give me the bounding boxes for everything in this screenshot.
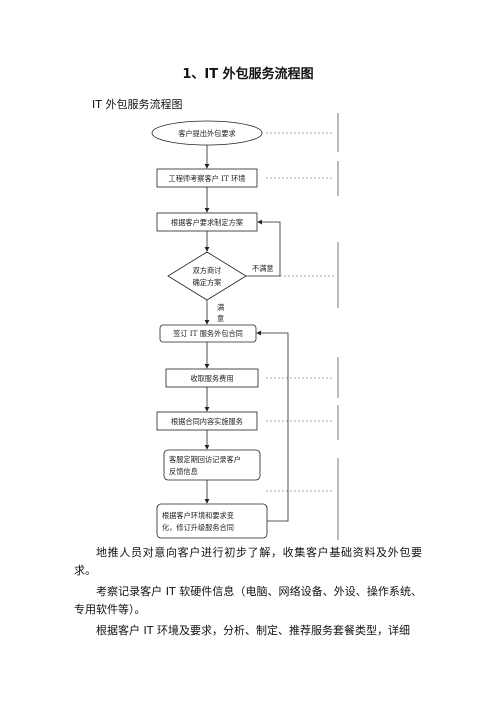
step-followup-box [163, 449, 261, 481]
step-followup-label-line1: 客服定期回访记录客户 [169, 455, 241, 464]
step-followup-label-line2: 反馈信息 [169, 467, 198, 476]
arrow-revise-loop [256, 330, 289, 522]
step-contract-box [159, 324, 257, 343]
step-fee-label: 收取服务费用 [190, 374, 233, 383]
decision-label-line2: 确定方案 [193, 278, 222, 287]
decision-diamond [167, 251, 247, 301]
step-implement-label: 根据合同内容实施服务 [171, 417, 243, 426]
satisfied-label-2: 意 [217, 314, 224, 323]
step-fee-box [165, 368, 259, 388]
unsatisfied-label: 不满意 [252, 264, 274, 273]
step-revise-label-line2: 化，修订升级服务合同 [162, 523, 234, 532]
step-revise-label-line1: 根据客户环境和要求变 [162, 511, 234, 520]
start-node-label: 客户提出外包要求 [178, 129, 236, 138]
flowchart-caption: IT 外包服务流程图 [92, 98, 183, 111]
step-plan-label: 根据客户要求制定方案 [171, 218, 243, 227]
paragraph-3: 根据客户 IT 环境及要求，分析、制定、推荐服务套餐类型，详细 [96, 624, 410, 637]
paragraph-2: 考察记录客户 IT 软硬件信息（电脑、网络设备、外设、操作系统、专用软件等）。 [74, 585, 422, 616]
step-inspect-label: 工程师考察客户 IT 环境 [169, 174, 246, 183]
arrow-unsatisfied-loop [246, 219, 281, 277]
satisfied-label-1: 满 [217, 303, 224, 312]
flowchart: 客户提出外包要求 工程师考察客户 IT 环境 根据客户要求制定方案 双方商讨 确… [151, 113, 339, 540]
decision-label-line1: 双方商讨 [193, 266, 222, 275]
step-revise-box [156, 503, 268, 539]
paragraph-1: 地推人员对意向客户进行初步了解，收集客户基础资料及外包要求。 [74, 546, 422, 577]
page-title: 1、IT 外包服务流程图 [182, 67, 314, 82]
step-contract-label: 签订 IT 服务外包合同 [173, 329, 243, 338]
